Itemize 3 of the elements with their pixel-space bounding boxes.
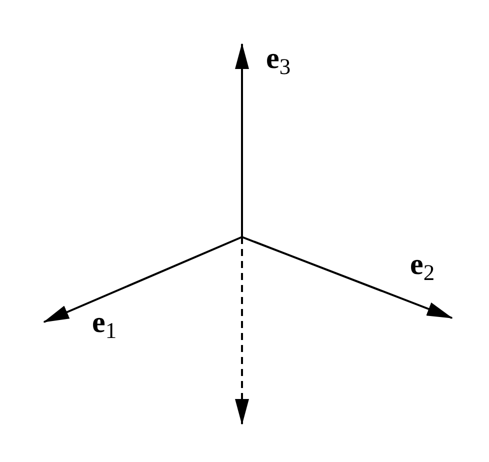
vector-label: e$_{2}$ (410, 250, 435, 280)
vector-label: e$_{3}$ (266, 44, 291, 74)
vector-label: e$_{1}$ (92, 308, 117, 338)
